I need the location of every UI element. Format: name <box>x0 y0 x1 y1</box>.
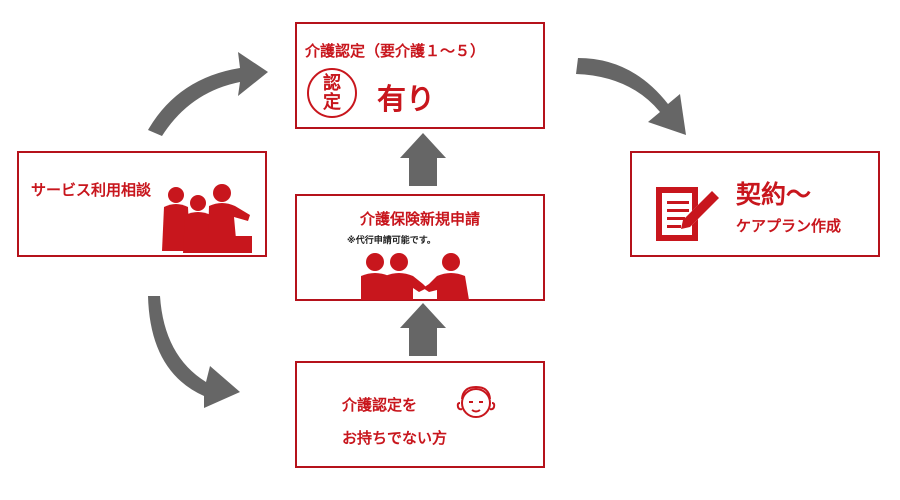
certified-title: 介護認定（要介護１～５） <box>305 42 486 60</box>
arrow-up-upper <box>400 133 446 186</box>
node-consultation: サービス利用相談 <box>17 151 267 257</box>
arrow-up-lower <box>400 303 446 356</box>
document-pen-icon <box>656 187 719 241</box>
meeting-people-icon <box>162 184 252 253</box>
arrow-consult-to-notcert <box>148 296 240 408</box>
node-application: 介護保険新規申請 ※代行申請可能です。 <box>295 194 545 301</box>
arrow-consult-to-certified <box>148 52 268 136</box>
stamp-text: 認定 <box>323 73 341 113</box>
application-note: ※代行申請可能です。 <box>347 236 436 246</box>
not-certified-line1: 介護認定を <box>342 396 418 414</box>
not-certified-line2: お持ちでない方 <box>342 429 448 447</box>
node-not-certified: 介護認定を お持ちでない方 <box>295 361 545 468</box>
consultation-label: サービス利用相談 <box>31 181 152 199</box>
face-icon <box>456 385 496 418</box>
certified-status: 有り <box>377 82 436 116</box>
stamp-icon: 認定 <box>307 68 357 118</box>
node-certified: 介護認定（要介護１～５） 認定 有り <box>295 22 545 129</box>
node-contract: 契約～ ケアプラン作成 <box>630 151 880 257</box>
contract-line1: 契約～ <box>736 180 812 209</box>
application-title: 介護保険新規申請 <box>359 210 480 228</box>
contract-line2: ケアプラン作成 <box>736 217 842 235</box>
handshake-people-icon <box>361 253 469 300</box>
arrow-certified-to-contract <box>576 58 686 135</box>
